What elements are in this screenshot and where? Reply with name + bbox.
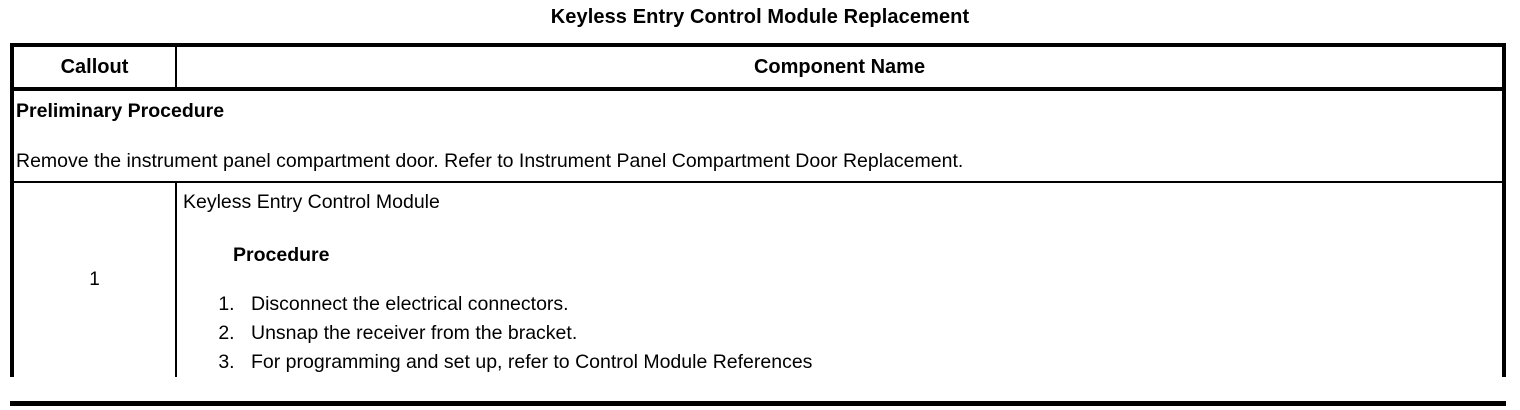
component-detail-cell: Keyless Entry Control Module Procedure D…	[176, 182, 1504, 377]
callout-number: 1	[12, 182, 177, 377]
column-header-component-name: Component Name	[176, 45, 1504, 91]
preliminary-procedure-heading: Preliminary Procedure	[16, 100, 225, 122]
table-row: 1 Keyless Entry Control Module Procedure…	[12, 182, 1504, 377]
table-header-row: Callout Component Name	[12, 45, 1504, 91]
procedure-step-list: Disconnect the electrical connectors. Un…	[183, 290, 1502, 377]
list-item: Disconnect the electrical connectors.	[240, 290, 1502, 319]
column-header-callout: Callout	[12, 45, 177, 91]
procedure-sub-heading: Procedure	[233, 244, 330, 266]
component-name-label: Keyless Entry Control Module	[183, 191, 440, 213]
table-bottom-edge	[10, 401, 1506, 406]
page-title: Keyless Entry Control Module Replacement	[550, 6, 970, 28]
preliminary-procedure-row: Preliminary Procedure Remove the instrum…	[12, 89, 1504, 183]
preliminary-procedure-text: Remove the instrument panel compartment …	[16, 150, 964, 172]
list-item: For programming and set up, refer to Con…	[240, 348, 1502, 377]
list-item: Unsnap the receiver from the bracket.	[240, 319, 1502, 348]
procedure-table: Callout Component Name Preliminary Proce…	[10, 43, 1506, 377]
preliminary-procedure-cell: Preliminary Procedure Remove the instrum…	[12, 89, 1504, 183]
